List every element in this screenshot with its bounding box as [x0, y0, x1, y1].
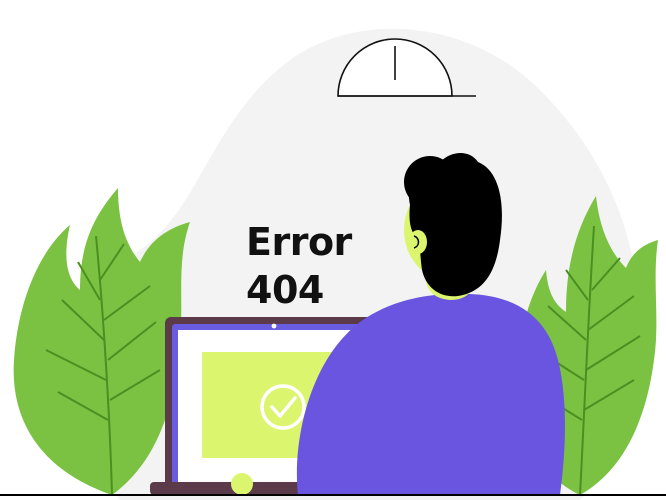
error-heading: Error 404 [246, 218, 352, 314]
left-plant [13, 188, 190, 496]
error-heading-line1: Error [246, 220, 352, 264]
check-circle-icon [260, 384, 306, 430]
pendant-lamp-icon [337, 38, 476, 97]
person [231, 153, 565, 495]
error-heading-line2: 404 [246, 268, 324, 312]
